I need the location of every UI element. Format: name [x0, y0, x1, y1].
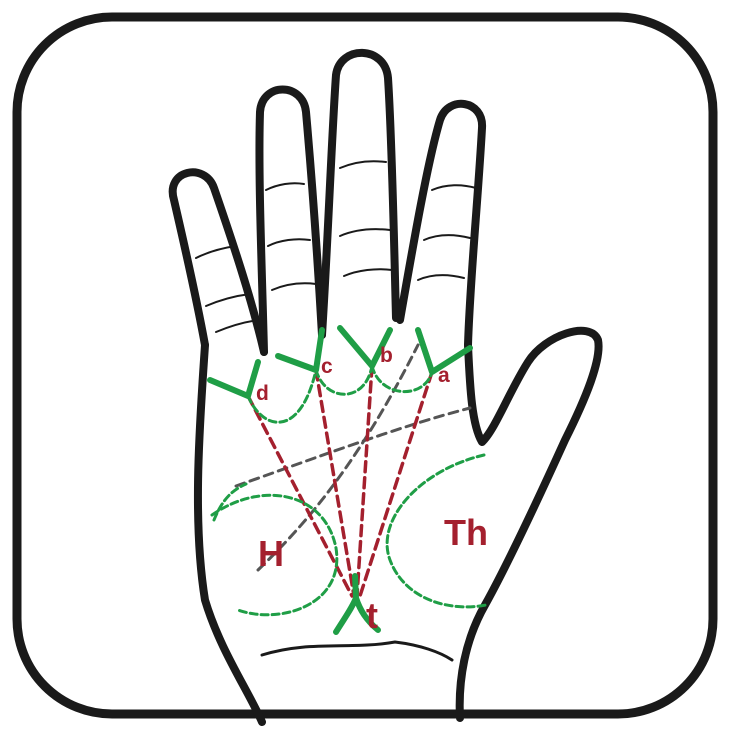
label-triradius-a: a	[438, 364, 450, 387]
label-triradius-b: b	[380, 344, 393, 367]
rounded-frame	[17, 17, 713, 714]
label-thenar: Th	[444, 512, 488, 553]
label-triradius-t: t	[366, 595, 378, 636]
label-triradius-d: d	[256, 382, 269, 405]
label-triradius-c: c	[321, 355, 333, 378]
label-hypothenar: H	[258, 533, 284, 574]
